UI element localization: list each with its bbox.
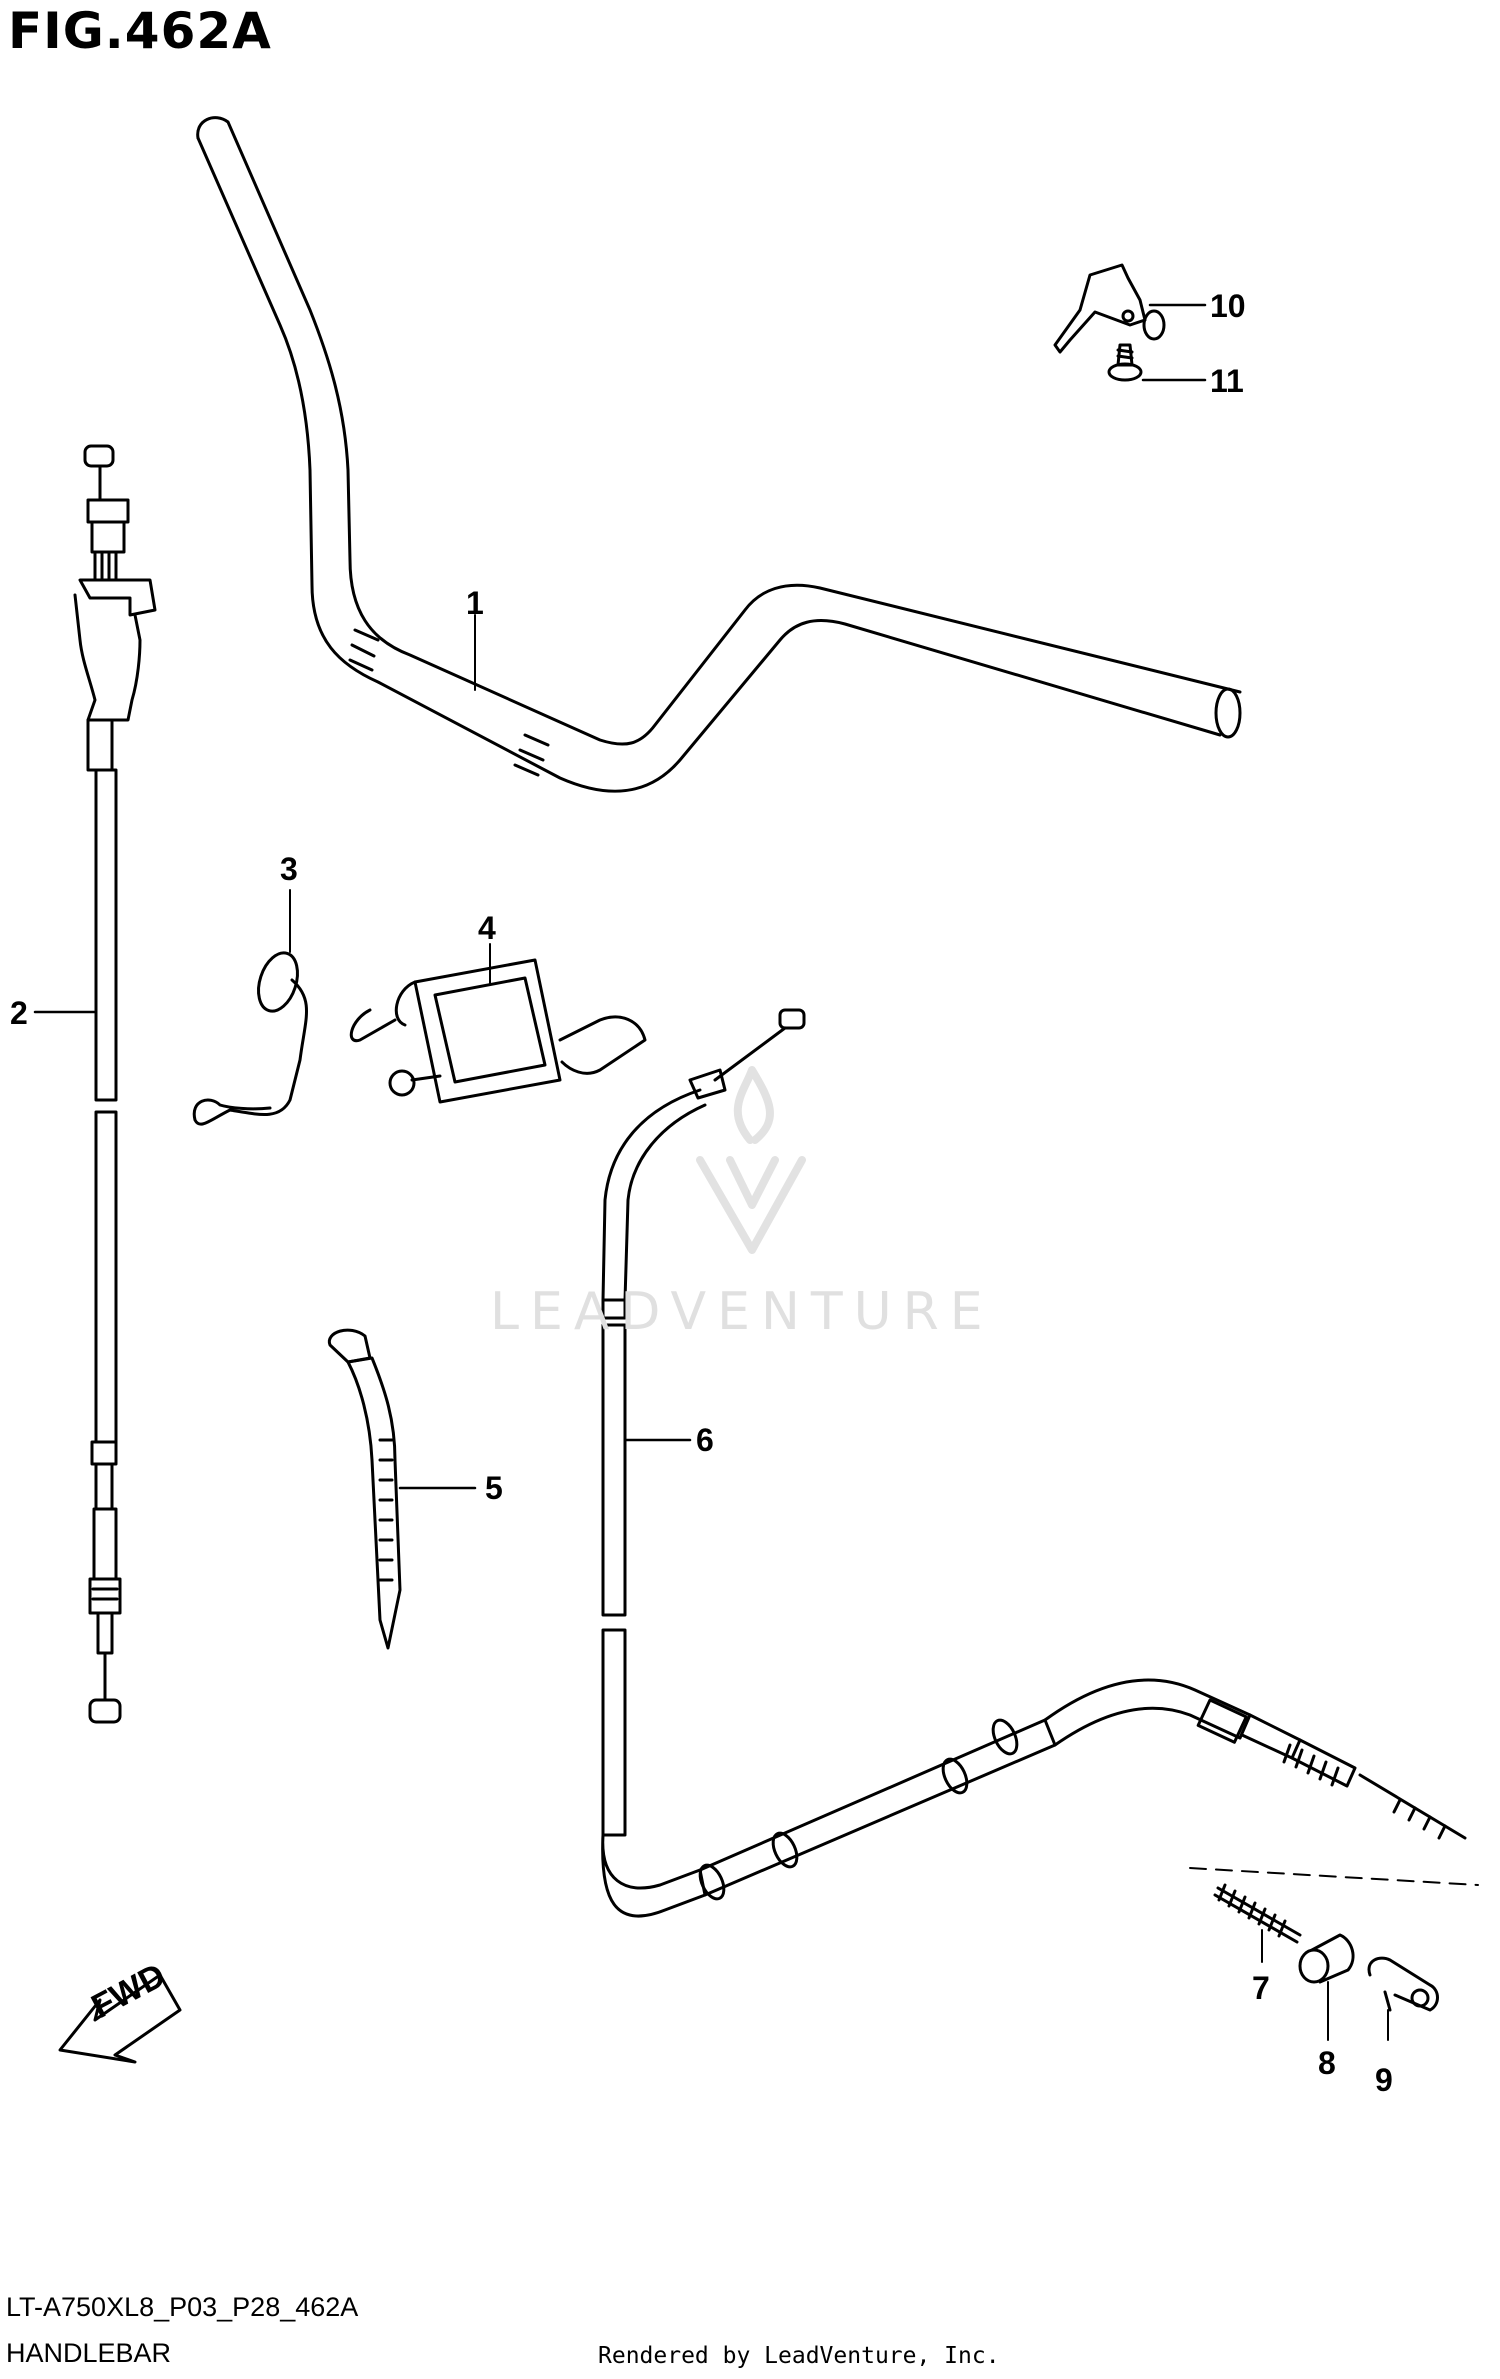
cable-end-part — [1189, 1867, 1479, 2041]
callout-3: 3 — [280, 851, 298, 887]
section-name: HANDLEBAR — [6, 2338, 172, 2368]
throttle-cable-part — [33, 444, 157, 1724]
figure-title: FIG.462A — [8, 2, 272, 60]
callout-9: 9 — [1375, 2062, 1393, 2098]
callout-4: 4 — [478, 910, 496, 946]
watermark-text: LEADVENTURE — [490, 1282, 994, 1342]
brake-cable-part — [601, 1008, 1467, 1918]
bracket-part — [349, 943, 647, 1104]
callout-10: 10 — [1210, 288, 1246, 324]
spring-part — [1213, 1883, 1302, 1963]
callout-8: 8 — [1318, 2045, 1336, 2081]
callout-11: 11 — [1210, 363, 1244, 399]
model-code: LT-A750XL8_P03_P28_462A — [6, 2292, 359, 2322]
callout-5: 5 — [485, 1470, 503, 1506]
screw-part — [1107, 343, 1207, 382]
fwd-arrow-icon — [58, 1973, 182, 2064]
callout-6: 6 — [696, 1422, 714, 1458]
handlebar-part — [196, 116, 1242, 793]
cable-tie-part — [327, 1328, 477, 1650]
clip-part — [192, 889, 308, 1126]
clamp-part — [1053, 263, 1207, 354]
watermark-logo — [696, 1066, 806, 1254]
callout-1: 1 — [466, 585, 484, 621]
render-credit: Rendered by LeadVenture, Inc. — [598, 2343, 1000, 2369]
joint-part — [1298, 1933, 1355, 2041]
callout-2: 2 — [10, 995, 28, 1031]
callout-7: 7 — [1252, 1970, 1270, 2006]
